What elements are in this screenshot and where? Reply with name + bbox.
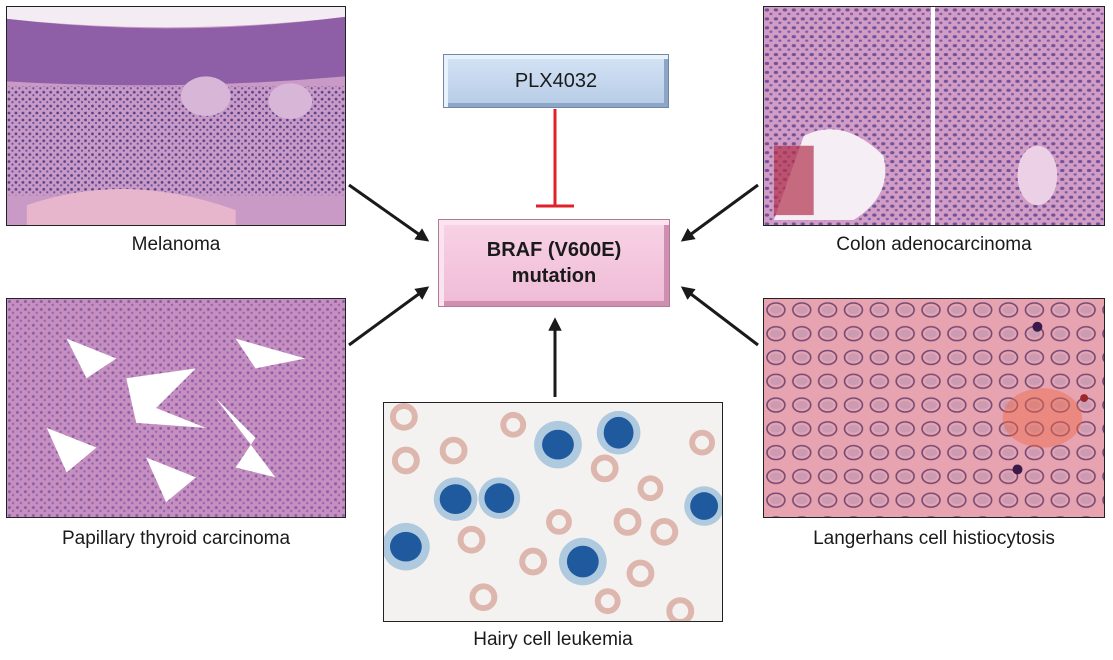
melanoma-caption: Melanoma bbox=[131, 234, 221, 255]
colon-adenocarcinoma-image bbox=[763, 6, 1105, 226]
plx4032-box: PLX4032 bbox=[443, 54, 669, 108]
arrow-colon bbox=[680, 183, 759, 242]
arrow-melanoma bbox=[348, 183, 430, 242]
colon-caption: Colon adenocarcinoma bbox=[836, 234, 1032, 255]
drug-label: PLX4032 bbox=[514, 69, 598, 92]
langerhans-caption: Langerhans cell histiocytosis bbox=[813, 528, 1055, 549]
target-line1: BRAF (V600E) bbox=[486, 239, 622, 261]
inhibition-bar bbox=[536, 109, 574, 208]
hairy-cell-leukemia-image bbox=[383, 402, 723, 622]
arrow-thyroid bbox=[348, 286, 430, 347]
langerhans-histiocytosis-image bbox=[763, 298, 1105, 518]
thyroid-caption: Papillary thyroid carcinoma bbox=[61, 528, 291, 549]
braf-mutation-box: BRAF (V600E) mutation bbox=[438, 219, 670, 307]
melanoma-image bbox=[6, 6, 346, 226]
target-line2: mutation bbox=[511, 265, 597, 287]
arrow-langerhans bbox=[680, 286, 759, 347]
hairy-cell-caption: Hairy cell leukemia bbox=[473, 629, 633, 650]
papillary-thyroid-image bbox=[6, 298, 346, 518]
